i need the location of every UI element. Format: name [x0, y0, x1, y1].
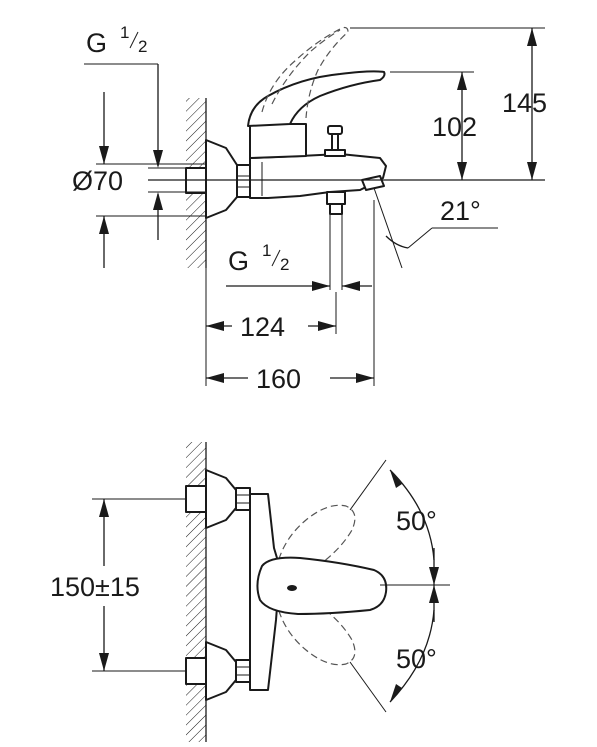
svg-text:G: G — [86, 28, 107, 58]
svg-text:2: 2 — [138, 37, 147, 56]
center-distance-label: 150±15 — [50, 572, 140, 602]
lever-position-up — [275, 504, 356, 575]
shower-outlet-pipe — [329, 203, 343, 215]
svg-text:G: G — [228, 246, 249, 276]
height-spout-label: 102 — [432, 112, 477, 142]
depth-long-label: 160 — [256, 364, 301, 394]
shower-outlet-nut — [326, 191, 346, 205]
svg-text:2: 2 — [280, 255, 289, 274]
lever-logo-mark — [287, 585, 297, 591]
spout-angle-label: 21° — [440, 196, 481, 226]
diverter-knob — [327, 125, 343, 135]
height-overall-label: 145 — [502, 88, 547, 118]
thread-inlet-label: G 1 2 — [86, 23, 147, 58]
wall-flange-lower — [205, 641, 237, 701]
lever-top — [247, 70, 386, 127]
lever-angle-up-label: 50° — [396, 506, 437, 536]
front-view: 150±15 50° 50° — [50, 442, 450, 742]
eccentric-connector-upper — [185, 485, 207, 513]
cartridge-housing — [249, 123, 307, 159]
lever-open-position — [261, 26, 349, 119]
side-elevation-view: Ø70 G 1 2 145 102 21° — [72, 23, 547, 394]
diameter-label: Ø70 — [72, 166, 123, 196]
union-nut-upper — [235, 487, 251, 511]
svg-text:1: 1 — [262, 241, 271, 260]
mixer-body-top — [249, 153, 387, 199]
depth-short-label: 124 — [240, 312, 285, 342]
wall-flange-upper — [205, 469, 237, 529]
union-nut-lower — [235, 659, 251, 683]
eccentric-connector-lower — [185, 657, 207, 685]
lever-bottom — [256, 556, 388, 615]
lever-angle-down-label: 50° — [396, 644, 437, 674]
lever-position-down — [275, 595, 356, 666]
svg-text:1: 1 — [120, 23, 129, 42]
union-nut-top — [236, 164, 251, 198]
thread-outlet-label: G 1 2 — [228, 241, 289, 276]
wall-flange-top — [205, 139, 238, 219]
